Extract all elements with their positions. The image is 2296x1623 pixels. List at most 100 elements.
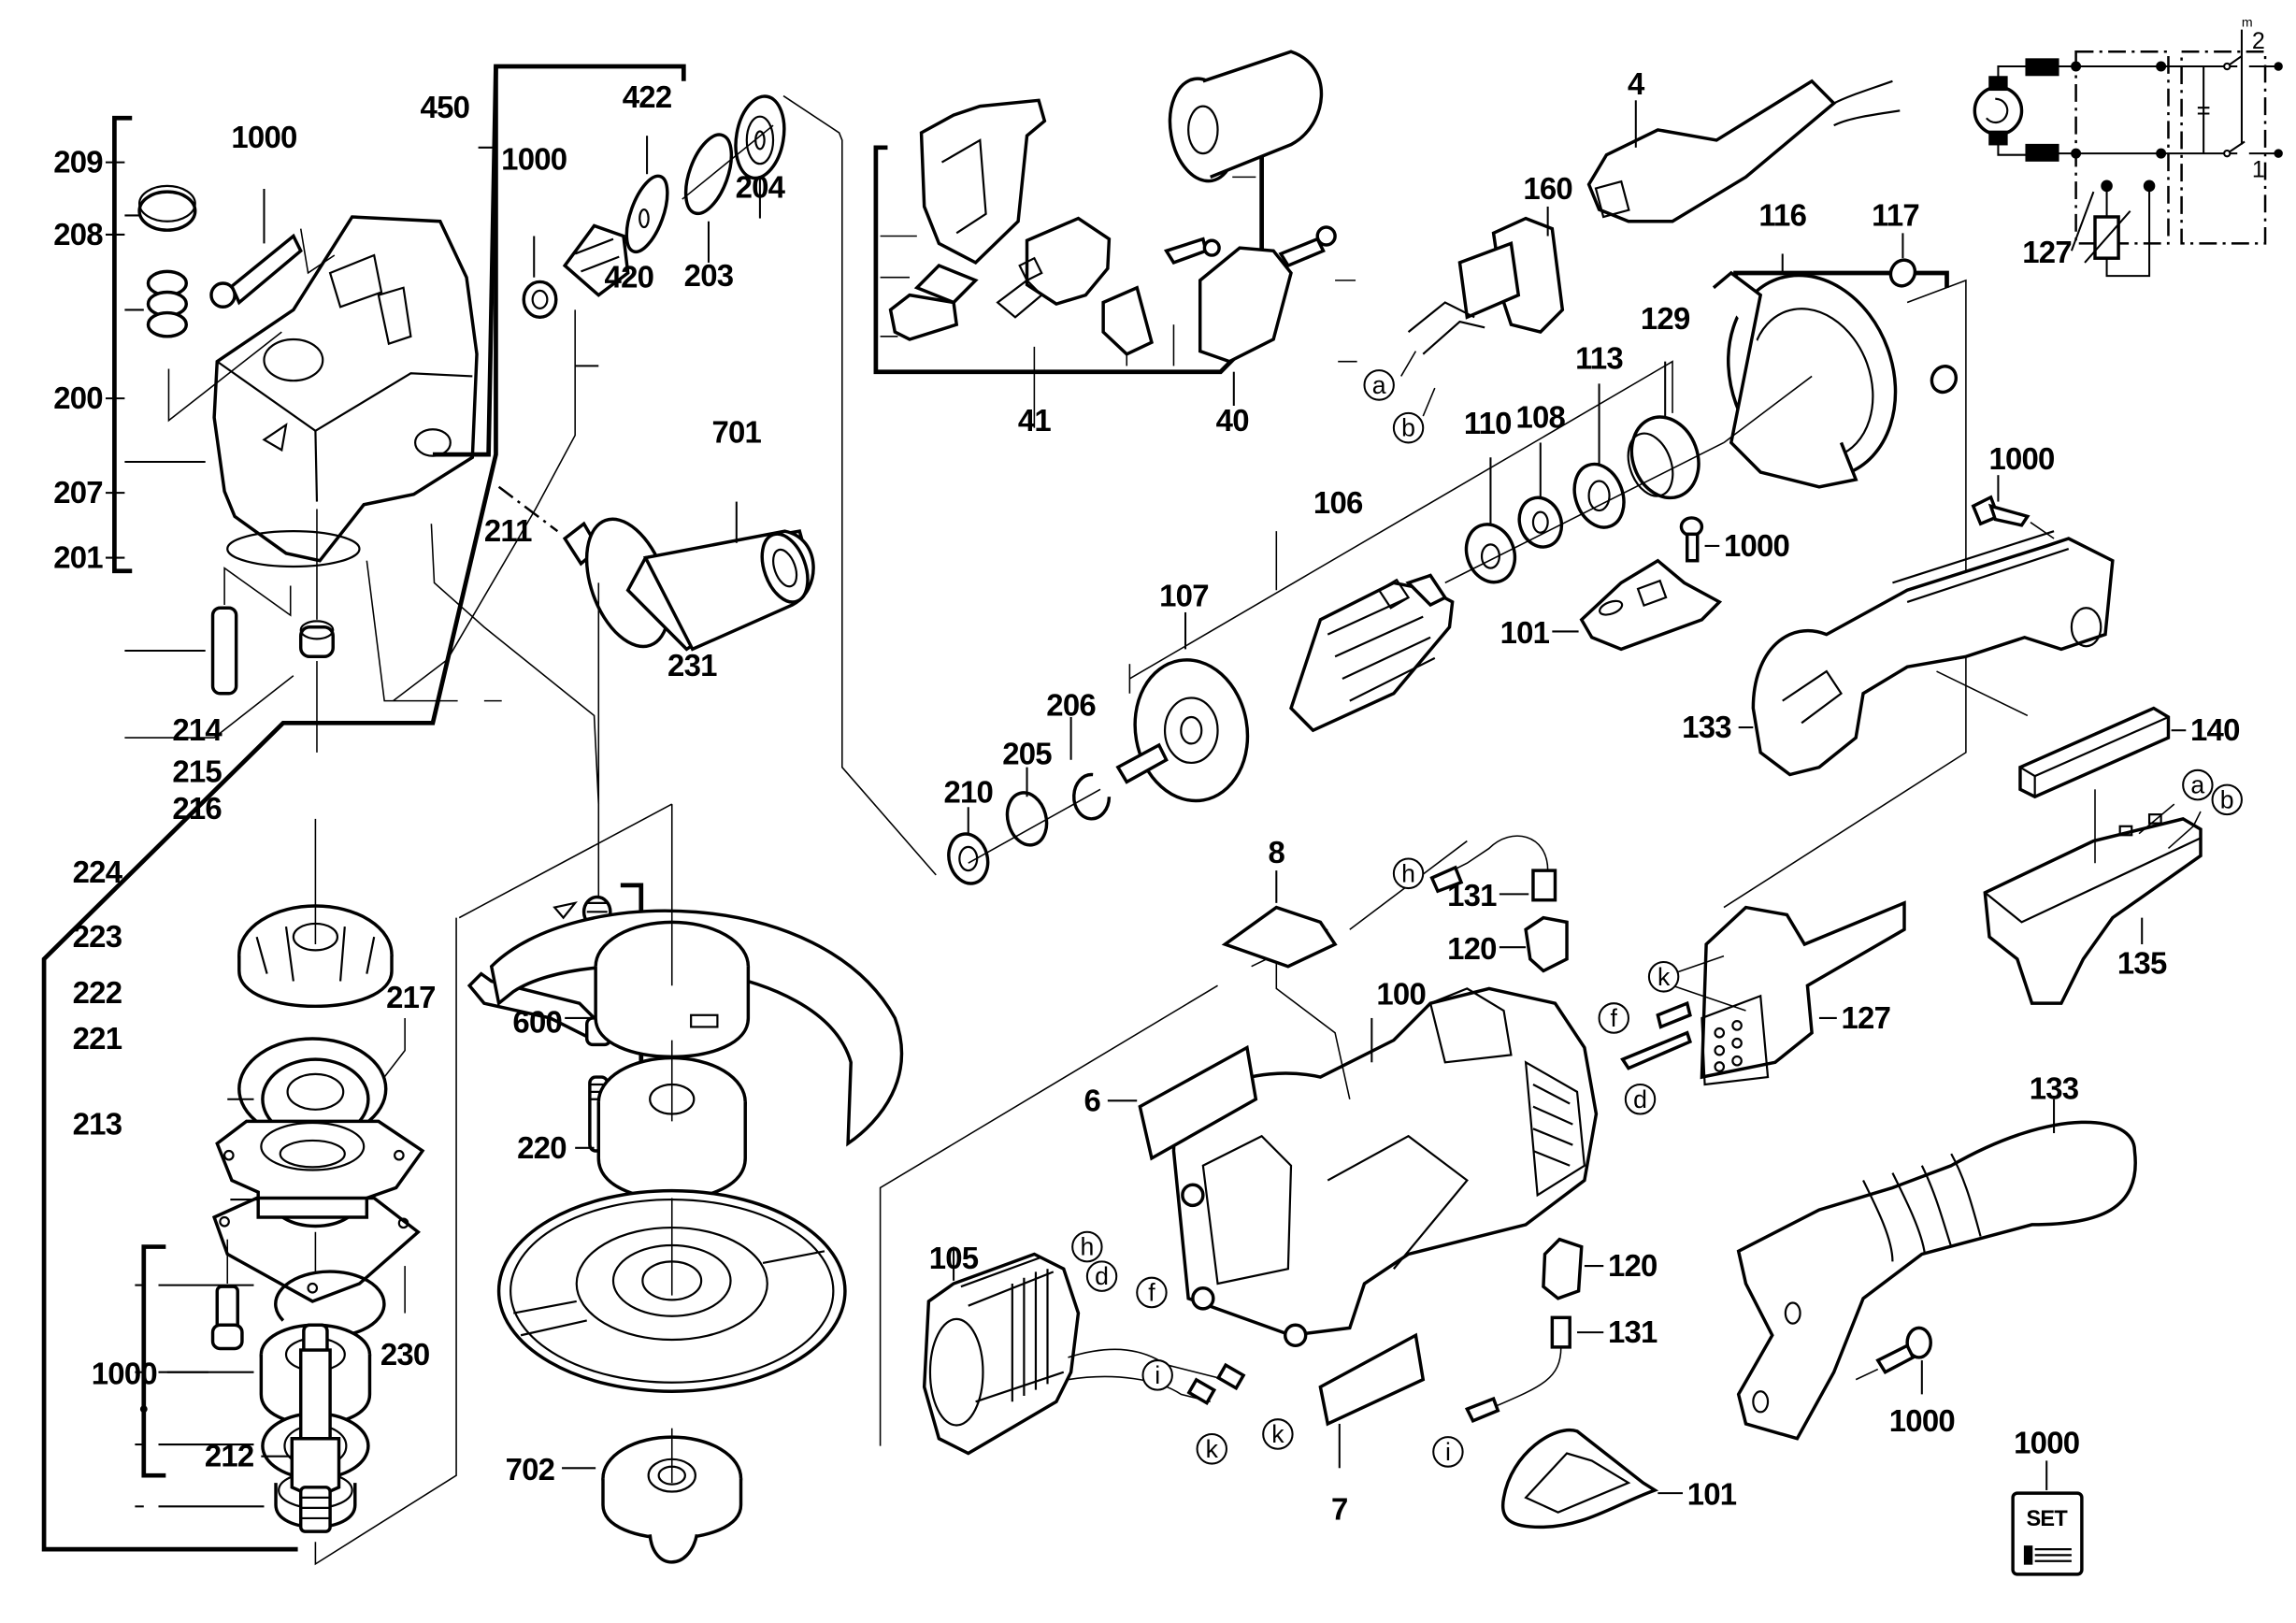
callout-4[interactable]: 4 [1628,67,1646,102]
part-1000-nut[interactable] [522,236,558,320]
part-205-washer[interactable] [1002,767,1053,850]
set-badge[interactable]: SET [2011,1460,2084,1576]
callout-1000[interactable]: 1000 [231,121,297,155]
callout-107[interactable]: 107 [1159,580,1209,614]
callout-127[interactable]: 127 [2022,236,2072,270]
callout-110[interactable]: 110 [1464,407,1513,441]
callout-216[interactable]: 216 [172,792,222,826]
part-140-pad[interactable] [2018,706,2187,799]
callout-106[interactable]: 106 [1313,486,1364,521]
part-40-switch-housing[interactable] [919,50,1324,364]
part-1000-screw-cover[interactable] [209,189,336,309]
callout-113[interactable]: 113 [1575,341,1624,376]
part-129-bearing-sleeve[interactable] [1620,361,1710,508]
part-224-circlip[interactable] [135,1270,386,1339]
callout-1000[interactable]: 1000 [92,1357,158,1391]
callout-120[interactable]: 120 [1447,932,1498,967]
part-1000-screw-rear-handle[interactable] [1855,1326,1932,1395]
callout-129[interactable]: 129 [1641,302,1691,337]
part-160-connector[interactable] [1400,206,1565,417]
callout-8[interactable]: 8 [1269,836,1286,870]
part-223-bearing[interactable] [135,1323,372,1426]
callout-210[interactable]: 210 [943,775,994,810]
part-213-bearing-flange[interactable] [215,1119,425,1219]
callout-135[interactable]: 135 [2117,947,2168,982]
callout-101[interactable]: 101 [1687,1478,1738,1513]
callout-222[interactable]: 222 [73,976,123,1011]
part-200-gear-housing[interactable] [124,215,479,568]
part-133-rear-handle[interactable] [1736,1099,2137,1441]
part-211-bevel-gear[interactable] [237,818,394,1008]
callout-133[interactable]: 133 [2030,1072,2080,1107]
part-207-pin[interactable] [124,567,292,696]
callout-1000[interactable]: 1000 [1724,529,1790,564]
callout-231[interactable]: 231 [667,649,718,683]
callout-230[interactable]: 230 [380,1338,431,1372]
callout-220[interactable]: 220 [517,1131,567,1166]
callout-207[interactable]: 207 [53,476,103,510]
grinding-disc[interactable] [496,1188,847,1393]
part-203-ring[interactable] [677,129,740,263]
part-100-motor-housing[interactable] [1171,986,1599,1348]
callout-701[interactable]: 701 [711,415,762,450]
part-4-power-cord[interactable] [1586,79,1901,223]
part-1000-screw-handle[interactable] [1971,475,2055,539]
part-206-circlip[interactable] [1069,716,1112,821]
callout-205[interactable]: 205 [1002,737,1053,771]
part-110-bearing[interactable] [1458,457,1523,589]
callout-120[interactable]: 120 [1608,1249,1658,1284]
callout-221[interactable]: 221 [73,1022,123,1056]
part-6-label[interactable] [1107,1044,1258,1161]
callout-217[interactable]: 217 [386,981,436,1015]
callout-160[interactable]: 160 [1523,172,1573,207]
part-8-label[interactable] [1221,870,1338,969]
callout-209[interactable]: 209 [53,146,104,180]
part-422-washer[interactable] [618,136,675,257]
callout-1000[interactable]: 1000 [1988,442,2055,477]
part-702-flange-nut[interactable] [562,1428,743,1564]
callout-215[interactable]: 215 [172,754,222,789]
callout-1000[interactable]: 1000 [1889,1404,1956,1439]
callout-127[interactable]: 127 [1842,1001,1891,1036]
callout-1000[interactable]: 1000 [501,142,567,177]
callout-140[interactable]: 140 [2190,713,2241,748]
callout-133[interactable]: 133 [1682,711,1732,745]
part-204-bearing[interactable] [682,93,791,219]
part-208-spring[interactable] [124,269,189,338]
part-101-brush-cover-top[interactable] [1552,558,1723,652]
callout-211[interactable]: 211 [484,514,533,549]
part-7-label[interactable] [1318,1332,1426,1469]
part-117-pin[interactable] [1886,233,1960,396]
callout-212[interactable]: 212 [205,1440,255,1474]
part-108-bearing[interactable] [1513,442,1569,553]
part-133-handle-housing[interactable] [1738,530,2115,777]
part-120-brush-holder-upper[interactable] [1499,915,1569,973]
callout-131[interactable]: 131 [1447,879,1498,913]
callout-208[interactable]: 208 [53,218,104,252]
callout-203[interactable]: 203 [684,259,735,294]
part-116-fan-baffle[interactable] [1700,251,1967,909]
part-212-spindle[interactable] [261,1323,341,1533]
part-41-brush-holder[interactable] [877,235,1175,428]
callout-422[interactable]: 422 [623,80,673,115]
part-40-screws[interactable] [1163,225,1337,268]
part-105-field-coil[interactable] [922,1246,1246,1456]
part-1000-screw-cover-top[interactable] [1679,516,1720,563]
callout-600[interactable]: 600 [512,1006,563,1041]
callout-420[interactable]: 420 [605,261,655,295]
callout-224[interactable]: 224 [73,855,124,890]
callout-223[interactable]: 223 [73,920,123,955]
callout-450[interactable]: 450 [421,91,471,125]
callout-100[interactable]: 100 [1376,978,1427,1013]
callout-101[interactable]: 101 [1500,616,1551,651]
callout-105[interactable]: 105 [929,1242,980,1276]
part-131-carbon-brush-upper[interactable] [1429,835,1557,902]
part-210-bearing[interactable] [943,788,1101,887]
part-1000-screw-flange[interactable] [166,1239,244,1373]
part-701-side-handle[interactable] [562,501,816,658]
part-127-electronics-module[interactable] [1620,900,1906,1086]
callout-116[interactable]: 116 [1758,198,1807,233]
callout-6[interactable]: 6 [1083,1084,1101,1118]
callout-40[interactable]: 40 [1216,404,1250,438]
part-113-bearing-plate[interactable] [1566,383,1632,534]
